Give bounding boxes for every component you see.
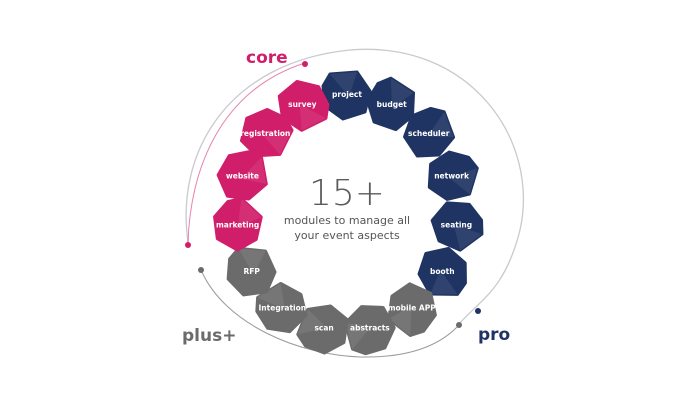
module-facet [427,111,454,138]
module-facet [430,269,458,295]
module-rfp: RFP [226,246,277,297]
module-label: Integration [259,304,307,313]
module-website: website [216,150,268,201]
plus-connector-end-dot [456,322,462,328]
module-shape [387,282,437,337]
module-label: RFP [243,267,260,276]
outer-loop [185,48,525,324]
module-facet [297,309,327,335]
core-connector-end-dot [302,61,308,67]
center-line-2: your event aspects [294,229,400,242]
module-label: project [332,90,362,99]
pro-connector-dot [475,308,481,314]
module-shape [427,150,479,201]
modules-ring: project budget scheduler network seating boot… [213,70,484,356]
module-label: scheduler [408,129,450,138]
module-survey: survey [277,79,330,132]
module-facet [299,104,326,131]
module-marketing: marketing [213,197,263,252]
module-seating: seating [430,201,484,252]
module-label: booth [430,267,455,276]
plus-connector-dot [198,267,204,273]
core-connector-dot [185,242,191,248]
module-integration: Integration [255,281,308,334]
module-facet [238,248,266,275]
module-label: scan [314,323,333,332]
module-facet [330,72,357,97]
module-facet [388,305,412,336]
module-label: marketing [216,220,259,229]
module-shape [216,150,268,201]
module-facet [237,198,262,229]
module-network: network [427,150,479,201]
module-mobile-app: mobile APP [387,282,437,337]
center-line-1: modules to manage all [284,214,410,227]
module-shape [321,70,372,121]
module-shape [403,106,456,158]
module-label: abstracts [350,323,390,332]
module-label: budget [377,100,408,109]
module-facet [257,283,285,310]
module-label: survey [288,100,316,109]
module-facet [390,78,414,109]
module-scheduler: scheduler [403,106,456,158]
module-shape [255,281,308,334]
module-registration: registration [239,107,294,158]
module-label: mobile APP [388,304,436,313]
module-label: website [226,172,259,181]
module-shape [430,201,484,252]
module-shape [277,79,330,132]
module-facet [345,322,372,350]
module-booth: booth [417,246,467,296]
module-facet [262,130,293,155]
pro-label: pro [478,325,510,345]
module-label: registration [240,129,290,138]
module-scan: scan [296,304,349,355]
center-number: 15+ [309,173,385,214]
plus-connector-line [200,269,459,358]
module-shape [366,76,416,132]
module-facet [453,224,482,251]
module-budget: budget [366,76,416,132]
module-shape [226,246,277,297]
core-connector-line [187,62,306,244]
module-label: network [434,172,470,181]
module-facet [449,168,478,195]
module-shape [296,304,349,355]
module-project: project [321,70,372,121]
plus-label: plus+ [182,326,236,346]
module-shape [213,197,263,252]
module-facet [240,157,267,185]
core-label: core [246,48,288,68]
module-label: seating [441,220,472,229]
